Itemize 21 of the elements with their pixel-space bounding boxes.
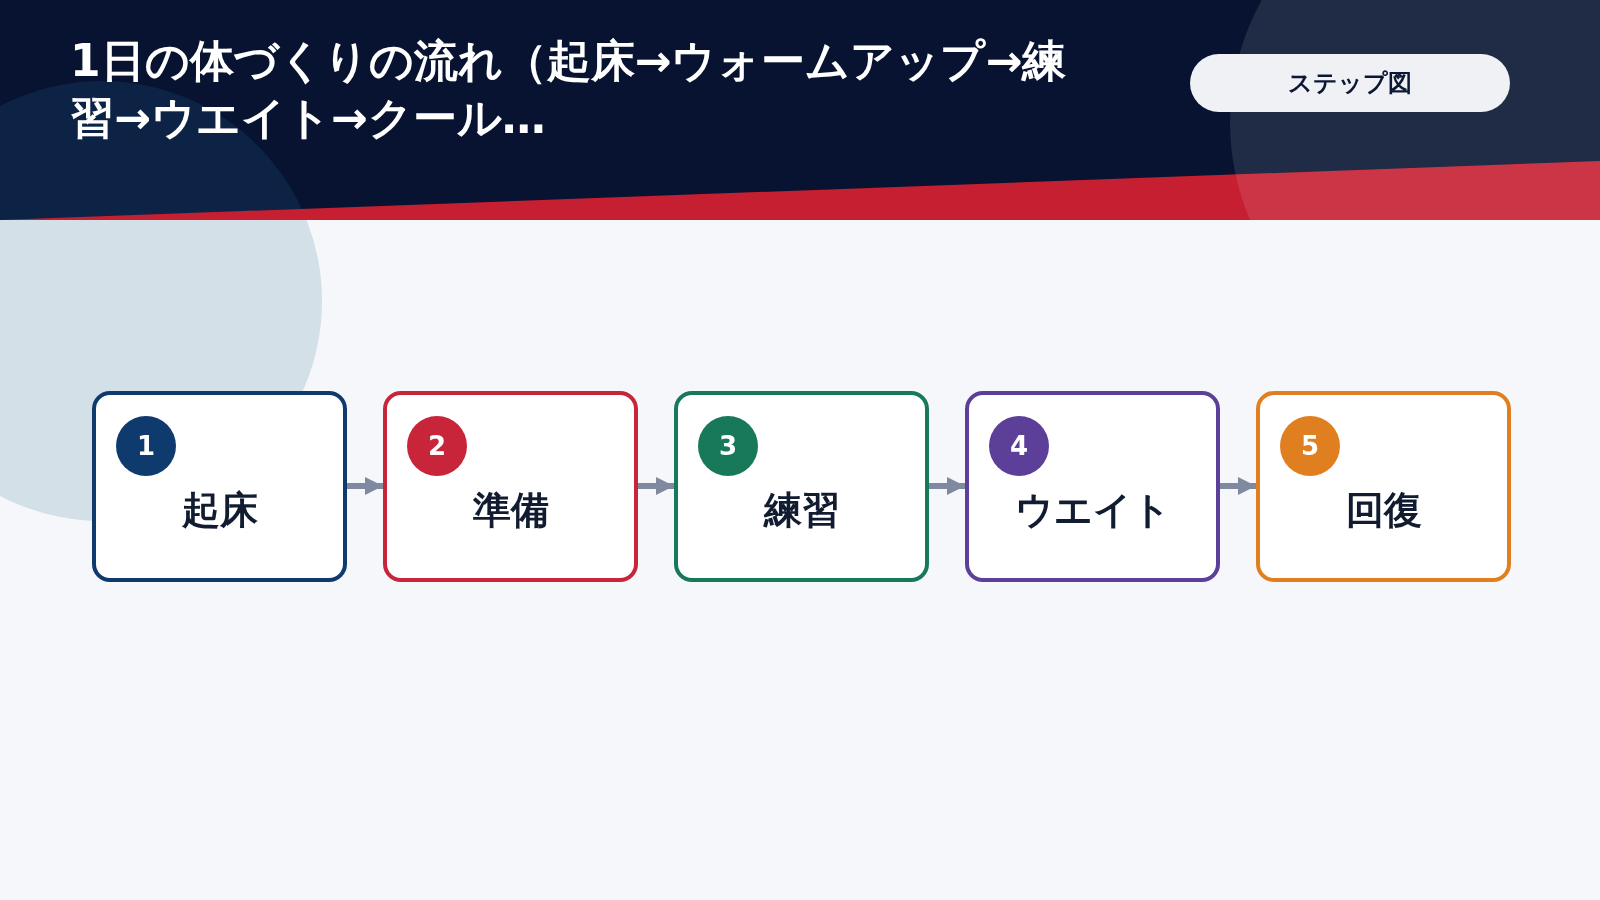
number-badge: 5: [1280, 416, 1340, 476]
tag-pill: ステップ図: [1190, 54, 1510, 112]
step-card: [965, 391, 1220, 582]
arrow: [347, 477, 383, 495]
number-badge: 2: [407, 416, 467, 476]
step-card: [1256, 391, 1511, 582]
arrow: [1220, 477, 1256, 495]
arrow: [929, 477, 965, 495]
arrow: [638, 477, 674, 495]
number-badge: 3: [698, 416, 758, 476]
step-card: [92, 391, 347, 582]
step-label: 準備: [471, 487, 550, 534]
number-badge: 1: [116, 416, 176, 476]
title: 1日の体づくりの流れ（起床→ウォームアップ→練習→ウエイト→クール…: [70, 34, 1068, 145]
step-label: 起床: [180, 487, 259, 534]
number-badge: 4: [989, 416, 1049, 476]
step-label: ウエイト: [1013, 487, 1172, 534]
step-card: [383, 391, 638, 582]
step-card: [674, 391, 929, 582]
step-label: 回復: [1344, 487, 1423, 534]
step-label: 練習: [762, 487, 841, 534]
